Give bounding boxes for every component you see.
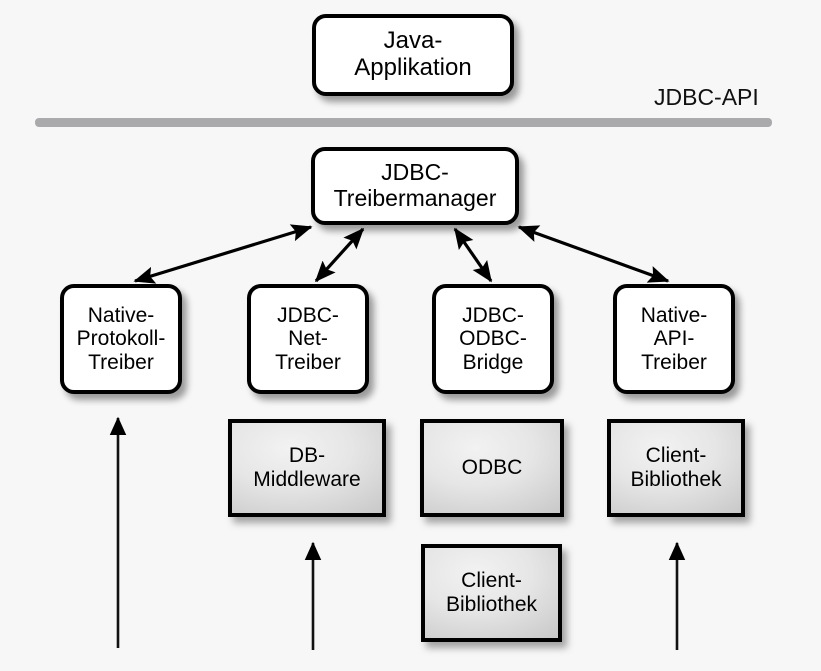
box-java-applikation: Java- Applikation — [312, 14, 514, 96]
box-native-protokoll-treiber-label: Native- Protokoll- Treiber — [76, 303, 166, 374]
connector-mgr-to-jdbc-net — [314, 227, 365, 283]
box-client-bibliothek-odbc-label: Client- Bibliothek — [445, 569, 538, 616]
connector-mgr-to-native-api — [517, 225, 670, 283]
box-odbc: ODBC — [420, 419, 564, 517]
box-db-middleware-label: DB- Middleware — [253, 444, 361, 491]
box-odbc-label: ODBC — [461, 456, 523, 480]
box-jdbc-odbc-bridge: JDBC- ODBC- Bridge — [432, 284, 554, 394]
box-client-bibliothek-odbc: Client- Bibliothek — [421, 544, 562, 642]
box-jdbc-treibermanager: JDBC- Treibermanager — [311, 147, 519, 225]
jdbc-api-label: JDBC-API — [654, 84, 759, 110]
box-jdbc-treibermanager-label: JDBC- Treibermanager — [333, 159, 497, 211]
box-client-bibliothek-right: Client- Bibliothek — [607, 419, 745, 517]
connector-mgr-to-native-protokoll — [133, 224, 313, 284]
box-native-api-treiber-label: Native- API- Treiber — [640, 303, 708, 374]
connector-mgr-to-jdbc-odbc — [453, 227, 493, 283]
box-native-protokoll-treiber: Native- Protokoll- Treiber — [60, 284, 182, 394]
box-client-bibliothek-right-label: Client- Bibliothek — [630, 444, 722, 491]
box-db-middleware: DB- Middleware — [228, 419, 386, 517]
jdbc-api-bar — [35, 118, 772, 127]
box-jdbc-odbc-bridge-label: JDBC- ODBC- Bridge — [459, 303, 527, 374]
box-native-api-treiber: Native- API- Treiber — [613, 284, 735, 394]
box-java-applikation-label: Java- Applikation — [354, 27, 472, 81]
box-jdbc-net-treiber: JDBC- Net- Treiber — [247, 284, 369, 394]
box-jdbc-net-treiber-label: JDBC- Net- Treiber — [275, 303, 341, 374]
